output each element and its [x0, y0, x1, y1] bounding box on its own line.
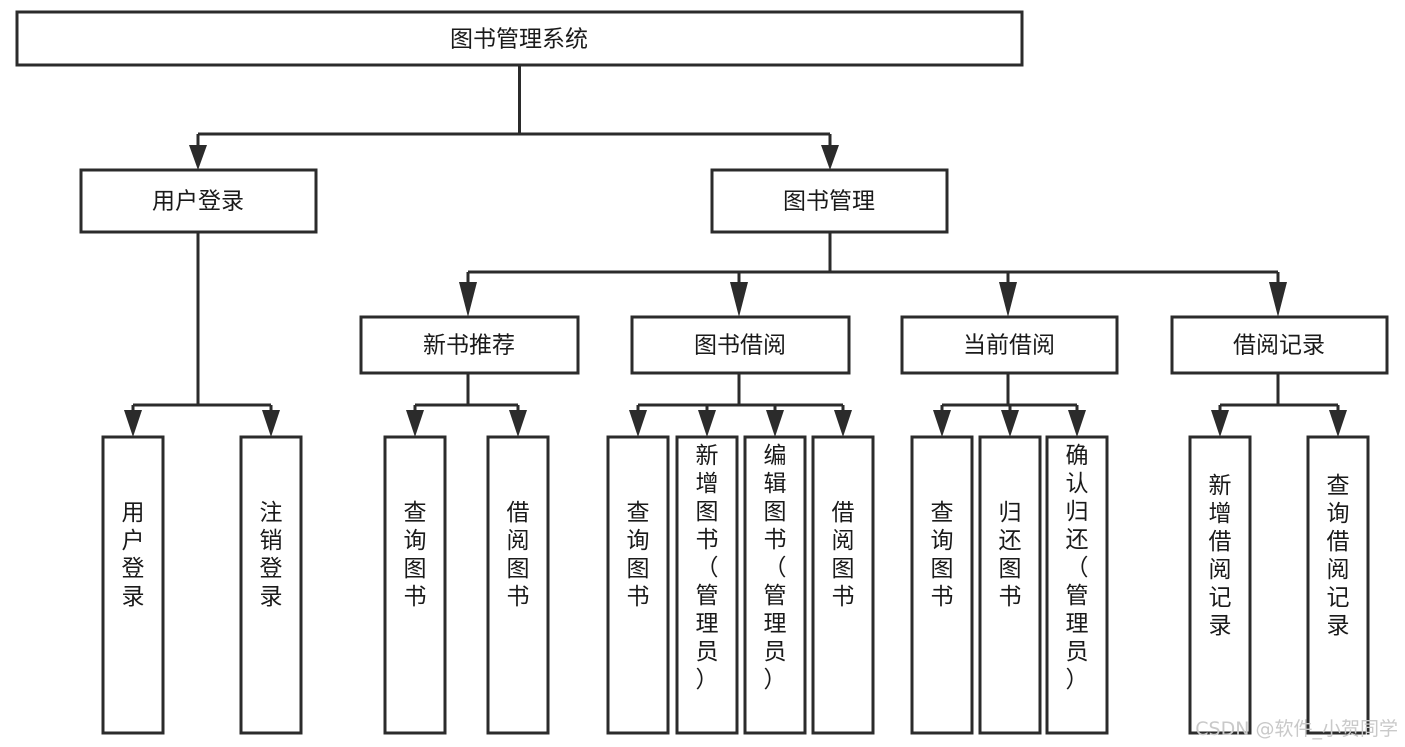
node-leaf-7-label: 编辑图书（管理员）: [764, 443, 787, 693]
node-borrow[interactable]: 图书借阅: [630, 315, 851, 375]
connector-group-newbook: [406, 373, 527, 437]
node-leaf-10-label: 归还图书: [999, 500, 1022, 610]
node-leaf-10[interactable]: 归还图书: [978, 435, 1042, 735]
node-leaf-5[interactable]: 查询图书: [606, 435, 670, 735]
arrow-head-leaf-9: [933, 410, 951, 437]
arrow-head-leaf-7: [766, 410, 784, 437]
node-leaf-5-label: 查询图书: [627, 500, 650, 610]
node-leaf-5-box[interactable]: [606, 435, 670, 735]
node-leaf-13-box[interactable]: [1306, 435, 1370, 735]
node-leaf-10-box[interactable]: [978, 435, 1042, 735]
node-leaf-6[interactable]: 新增图书（管理员）: [675, 435, 739, 735]
node-leaf-2-box[interactable]: [239, 435, 303, 735]
node-leaf-1-label: 用户登录: [122, 500, 145, 610]
arrow-head-current: [999, 282, 1017, 317]
node-login-label: 用户登录: [152, 189, 244, 215]
node-leaf-2[interactable]: 注销登录: [239, 435, 303, 735]
node-bookmgmt[interactable]: 图书管理: [710, 168, 949, 234]
node-login-box[interactable]: [79, 168, 318, 234]
arrow-head-leaf-10: [1001, 410, 1019, 437]
arrow-head-leaf-13: [1329, 410, 1347, 437]
arrow-head-leaf-12: [1211, 410, 1229, 437]
arrow-head-leaf-3: [406, 410, 424, 437]
node-leaf-1-box[interactable]: [101, 435, 165, 735]
node-leaf-8-label: 借阅图书: [832, 500, 855, 610]
arrow-head-newbook: [459, 282, 477, 317]
arrow-head-leaf-2: [262, 410, 280, 437]
node-leaf-9-label: 查询图书: [931, 500, 954, 610]
node-leaf-7-box[interactable]: [743, 435, 807, 735]
node-leaf-8[interactable]: 借阅图书: [811, 435, 875, 735]
connector-group-login: [124, 232, 280, 437]
node-leaf-12[interactable]: 新增借阅记录: [1188, 435, 1252, 735]
csdn-watermark: CSDN @软件_小贺同学: [1195, 718, 1398, 740]
node-leaf-11-box[interactable]: [1045, 435, 1109, 735]
node-current[interactable]: 当前借阅: [900, 315, 1119, 375]
node-borrow-label: 图书借阅: [694, 333, 786, 359]
arrow-head-login: [189, 145, 207, 170]
arrow-head-records: [1269, 282, 1287, 317]
arrow-head-bookmgmt: [821, 145, 839, 170]
connector-group-records: [1211, 373, 1347, 437]
arrow-head-leaf-8: [834, 410, 852, 437]
node-records[interactable]: 借阅记录: [1170, 315, 1389, 375]
node-records-box[interactable]: [1170, 315, 1389, 375]
node-newbook-box[interactable]: [359, 315, 580, 375]
arrow-head-borrow: [730, 282, 748, 317]
node-leaf-13-label: 查询借阅记录: [1327, 473, 1350, 639]
arrow-head-leaf-6: [698, 410, 716, 437]
connector-group-borrow: [629, 373, 852, 437]
node-bookmgmt-box[interactable]: [710, 168, 949, 234]
node-leaf-2-label: 注销登录: [260, 500, 283, 610]
node-leaf-4[interactable]: 借阅图书: [486, 435, 550, 735]
node-leaf-3[interactable]: 查询图书: [383, 435, 447, 735]
node-root-label: 图书管理系统: [450, 27, 588, 53]
node-current-box[interactable]: [900, 315, 1119, 375]
node-records-label: 借阅记录: [1233, 333, 1325, 359]
node-leaf-8-box[interactable]: [811, 435, 875, 735]
node-leaf-6-label: 新增图书（管理员）: [696, 443, 719, 693]
node-leaf-4-label: 借阅图书: [507, 500, 530, 610]
node-borrow-box[interactable]: [630, 315, 851, 375]
connector-group-bookmgmt: [459, 232, 1287, 317]
arrow-head-leaf-1: [124, 410, 142, 437]
node-leaf-1[interactable]: 用户登录: [101, 435, 165, 735]
node-newbook[interactable]: 新书推荐: [359, 315, 580, 375]
node-login[interactable]: 用户登录: [79, 168, 318, 234]
node-leaf-13[interactable]: 查询借阅记录: [1306, 435, 1370, 735]
node-leaf-9[interactable]: 查询图书: [910, 435, 974, 735]
node-leaf-11-label: 确认归还（管理员）: [1066, 443, 1089, 693]
arrow-head-leaf-11: [1068, 410, 1086, 437]
node-root[interactable]: 图书管理系统: [15, 10, 1024, 67]
node-leaf-4-box[interactable]: [486, 435, 550, 735]
node-root-box[interactable]: [15, 10, 1024, 67]
node-bookmgmt-label: 图书管理: [783, 189, 875, 215]
node-leaf-3-label: 查询图书: [404, 500, 427, 610]
node-current-label: 当前借阅: [963, 333, 1055, 359]
node-leaf-6-box[interactable]: [675, 435, 739, 735]
node-leaf-3-box[interactable]: [383, 435, 447, 735]
connector-group-root: [189, 65, 839, 170]
connector-group-current: [933, 373, 1086, 437]
node-newbook-label: 新书推荐: [423, 333, 515, 359]
node-leaf-12-label: 新增借阅记录: [1209, 473, 1232, 639]
arrow-head-leaf-4: [509, 410, 527, 437]
node-leaf-7[interactable]: 编辑图书（管理员）: [743, 435, 807, 735]
arrow-head-leaf-5: [629, 410, 647, 437]
node-leaf-9-box[interactable]: [910, 435, 974, 735]
node-leaf-12-box[interactable]: [1188, 435, 1252, 735]
node-leaf-11[interactable]: 确认归还（管理员）: [1045, 435, 1109, 735]
